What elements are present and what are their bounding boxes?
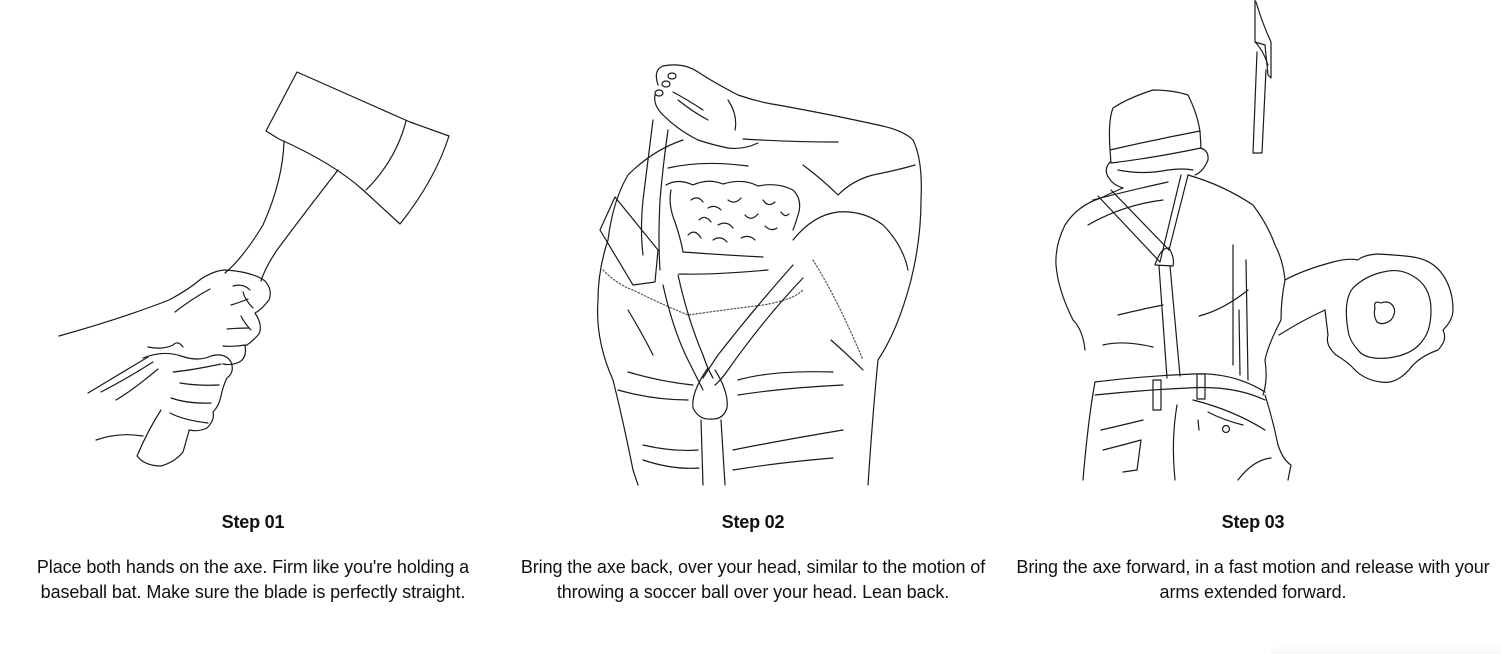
step-card-2: Step 02 Bring the axe back, over your he… xyxy=(503,0,1003,654)
step-title: Step 01 xyxy=(221,512,285,532)
step-description: Place both hands on the axe. Firm like y… xyxy=(36,557,470,602)
step-1-illustration xyxy=(58,71,450,467)
axe-over-head-back-view-icon xyxy=(503,0,1003,490)
step-3-illustration xyxy=(1055,0,1454,481)
step-description: Bring the axe back, over your head, simi… xyxy=(520,557,986,602)
step-title: Step 02 xyxy=(721,512,785,532)
step-card-3: Step 03 Bring the axe forward, in a fast… xyxy=(1003,0,1501,654)
floating-widget-shadow xyxy=(1271,644,1501,654)
step-card-1: Step 01 Place both hands on the axe. Fir… xyxy=(3,0,503,654)
step-title: Step 03 xyxy=(1221,512,1285,532)
step-2-illustration xyxy=(597,64,922,486)
step-description: Bring the axe forward, in a fast motion … xyxy=(1016,557,1490,602)
axe-release-toward-target-icon xyxy=(1003,0,1501,490)
hands-gripping-axe-icon xyxy=(3,0,503,490)
